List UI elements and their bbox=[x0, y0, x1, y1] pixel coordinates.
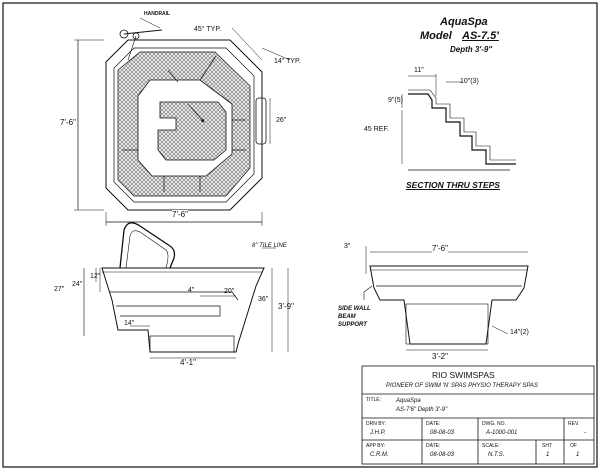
company-name: RIO SWIMSPAS bbox=[432, 370, 495, 380]
front-dim-3: 3" bbox=[344, 243, 351, 250]
angle-label: 45° TYP. bbox=[194, 26, 222, 33]
handrail-bar bbox=[123, 29, 163, 35]
date-value-1: 08-08-03 bbox=[430, 430, 455, 436]
sht-value: 1 bbox=[546, 452, 550, 458]
side-wall-label-2: BEAM bbox=[338, 314, 356, 320]
footwell bbox=[157, 101, 227, 161]
side-dim-3-9: 3'-9" bbox=[278, 302, 294, 311]
app-value: C.R.M. bbox=[370, 452, 389, 458]
scale-value: N.T.S. bbox=[488, 452, 505, 458]
drn-value: J.H.P. bbox=[370, 430, 386, 436]
section-title: SECTION THRU STEPS bbox=[406, 180, 500, 190]
model-label: Model bbox=[420, 30, 452, 42]
date-label-1: DATE: bbox=[426, 421, 441, 427]
side-wall-label-3: SUPPORT bbox=[338, 322, 367, 328]
front-dim-3-2: 3'-2" bbox=[432, 352, 448, 361]
date-label-2: DATE: bbox=[426, 443, 441, 449]
front-elevation bbox=[363, 246, 529, 351]
plan-height-dim: 7'-6" bbox=[60, 118, 76, 127]
title-label: TITLE: bbox=[366, 397, 382, 403]
step-dim-45: 45 REF. bbox=[364, 126, 389, 133]
side-dim-4: 4" bbox=[188, 287, 195, 294]
rev-label: REV. bbox=[568, 421, 580, 427]
step-dim-9: 9"(5) bbox=[388, 97, 403, 104]
scale-label: SCALE: bbox=[482, 443, 500, 449]
side-elevation bbox=[83, 222, 289, 359]
front-dim-14-2: 14"(2) bbox=[510, 329, 529, 336]
title-line-2: AS-7'6" Depth 3'-9" bbox=[396, 407, 448, 413]
corner-typ-label: 14" TYP. bbox=[274, 58, 301, 65]
step-profile bbox=[408, 93, 516, 165]
side-dim-14: 14" bbox=[124, 320, 135, 327]
front-dim-7-6: 7'-6" bbox=[432, 244, 448, 253]
product-name: AquaSpa bbox=[440, 16, 488, 28]
side-dim-36: 36" bbox=[258, 296, 269, 303]
side-dim-20: 20" bbox=[224, 288, 235, 295]
title-block bbox=[361, 365, 595, 465]
plan-width-dim: 7'-6" bbox=[172, 210, 188, 219]
step-dim-10: 10"(3) bbox=[460, 78, 479, 85]
dwg-label: DWG. NO. bbox=[482, 421, 506, 427]
tile-line-label: 8" TILE LINE bbox=[252, 243, 287, 249]
date-value-2: 08-08-03 bbox=[430, 452, 455, 458]
side-dim-27: 27" bbox=[54, 286, 65, 293]
side-wall-label-1: SIDE WALL bbox=[338, 306, 371, 312]
side-dim-24: 24" bbox=[72, 281, 83, 288]
handrail-elevation bbox=[119, 222, 176, 269]
company-tagline: PIONEER OF SWIM 'N' SPAS PHYSIO THERAPY … bbox=[386, 383, 538, 389]
of-label: OF bbox=[570, 443, 577, 449]
spa-inner-outline bbox=[113, 47, 255, 203]
depth-label: Depth 3'-9" bbox=[450, 45, 493, 54]
sht-label: SHT bbox=[542, 443, 552, 449]
of-value: 1 bbox=[576, 452, 580, 458]
dwg-value: A-1000-001 bbox=[486, 430, 518, 436]
drn-label: DRN BY: bbox=[366, 421, 387, 427]
plan-view bbox=[74, 17, 291, 226]
niche-dim: 26" bbox=[276, 117, 287, 124]
title-line-1: AquaSpa bbox=[396, 398, 421, 404]
rev-value: - bbox=[584, 430, 586, 436]
step-dim-11: 11" bbox=[414, 67, 424, 74]
handrail-label: HANDRAIL bbox=[144, 11, 171, 17]
model-value: AS-7.5' bbox=[462, 30, 499, 42]
app-label: APP BY: bbox=[366, 443, 386, 449]
spa-outer-outline bbox=[105, 39, 263, 211]
side-elevation-shell bbox=[101, 267, 265, 353]
side-dim-12: 12" bbox=[90, 273, 101, 280]
side-niche bbox=[255, 97, 267, 145]
sheet-border bbox=[2, 2, 598, 468]
section-thru-steps bbox=[401, 74, 516, 171]
side-dim-4-1: 4'-1" bbox=[180, 358, 196, 367]
